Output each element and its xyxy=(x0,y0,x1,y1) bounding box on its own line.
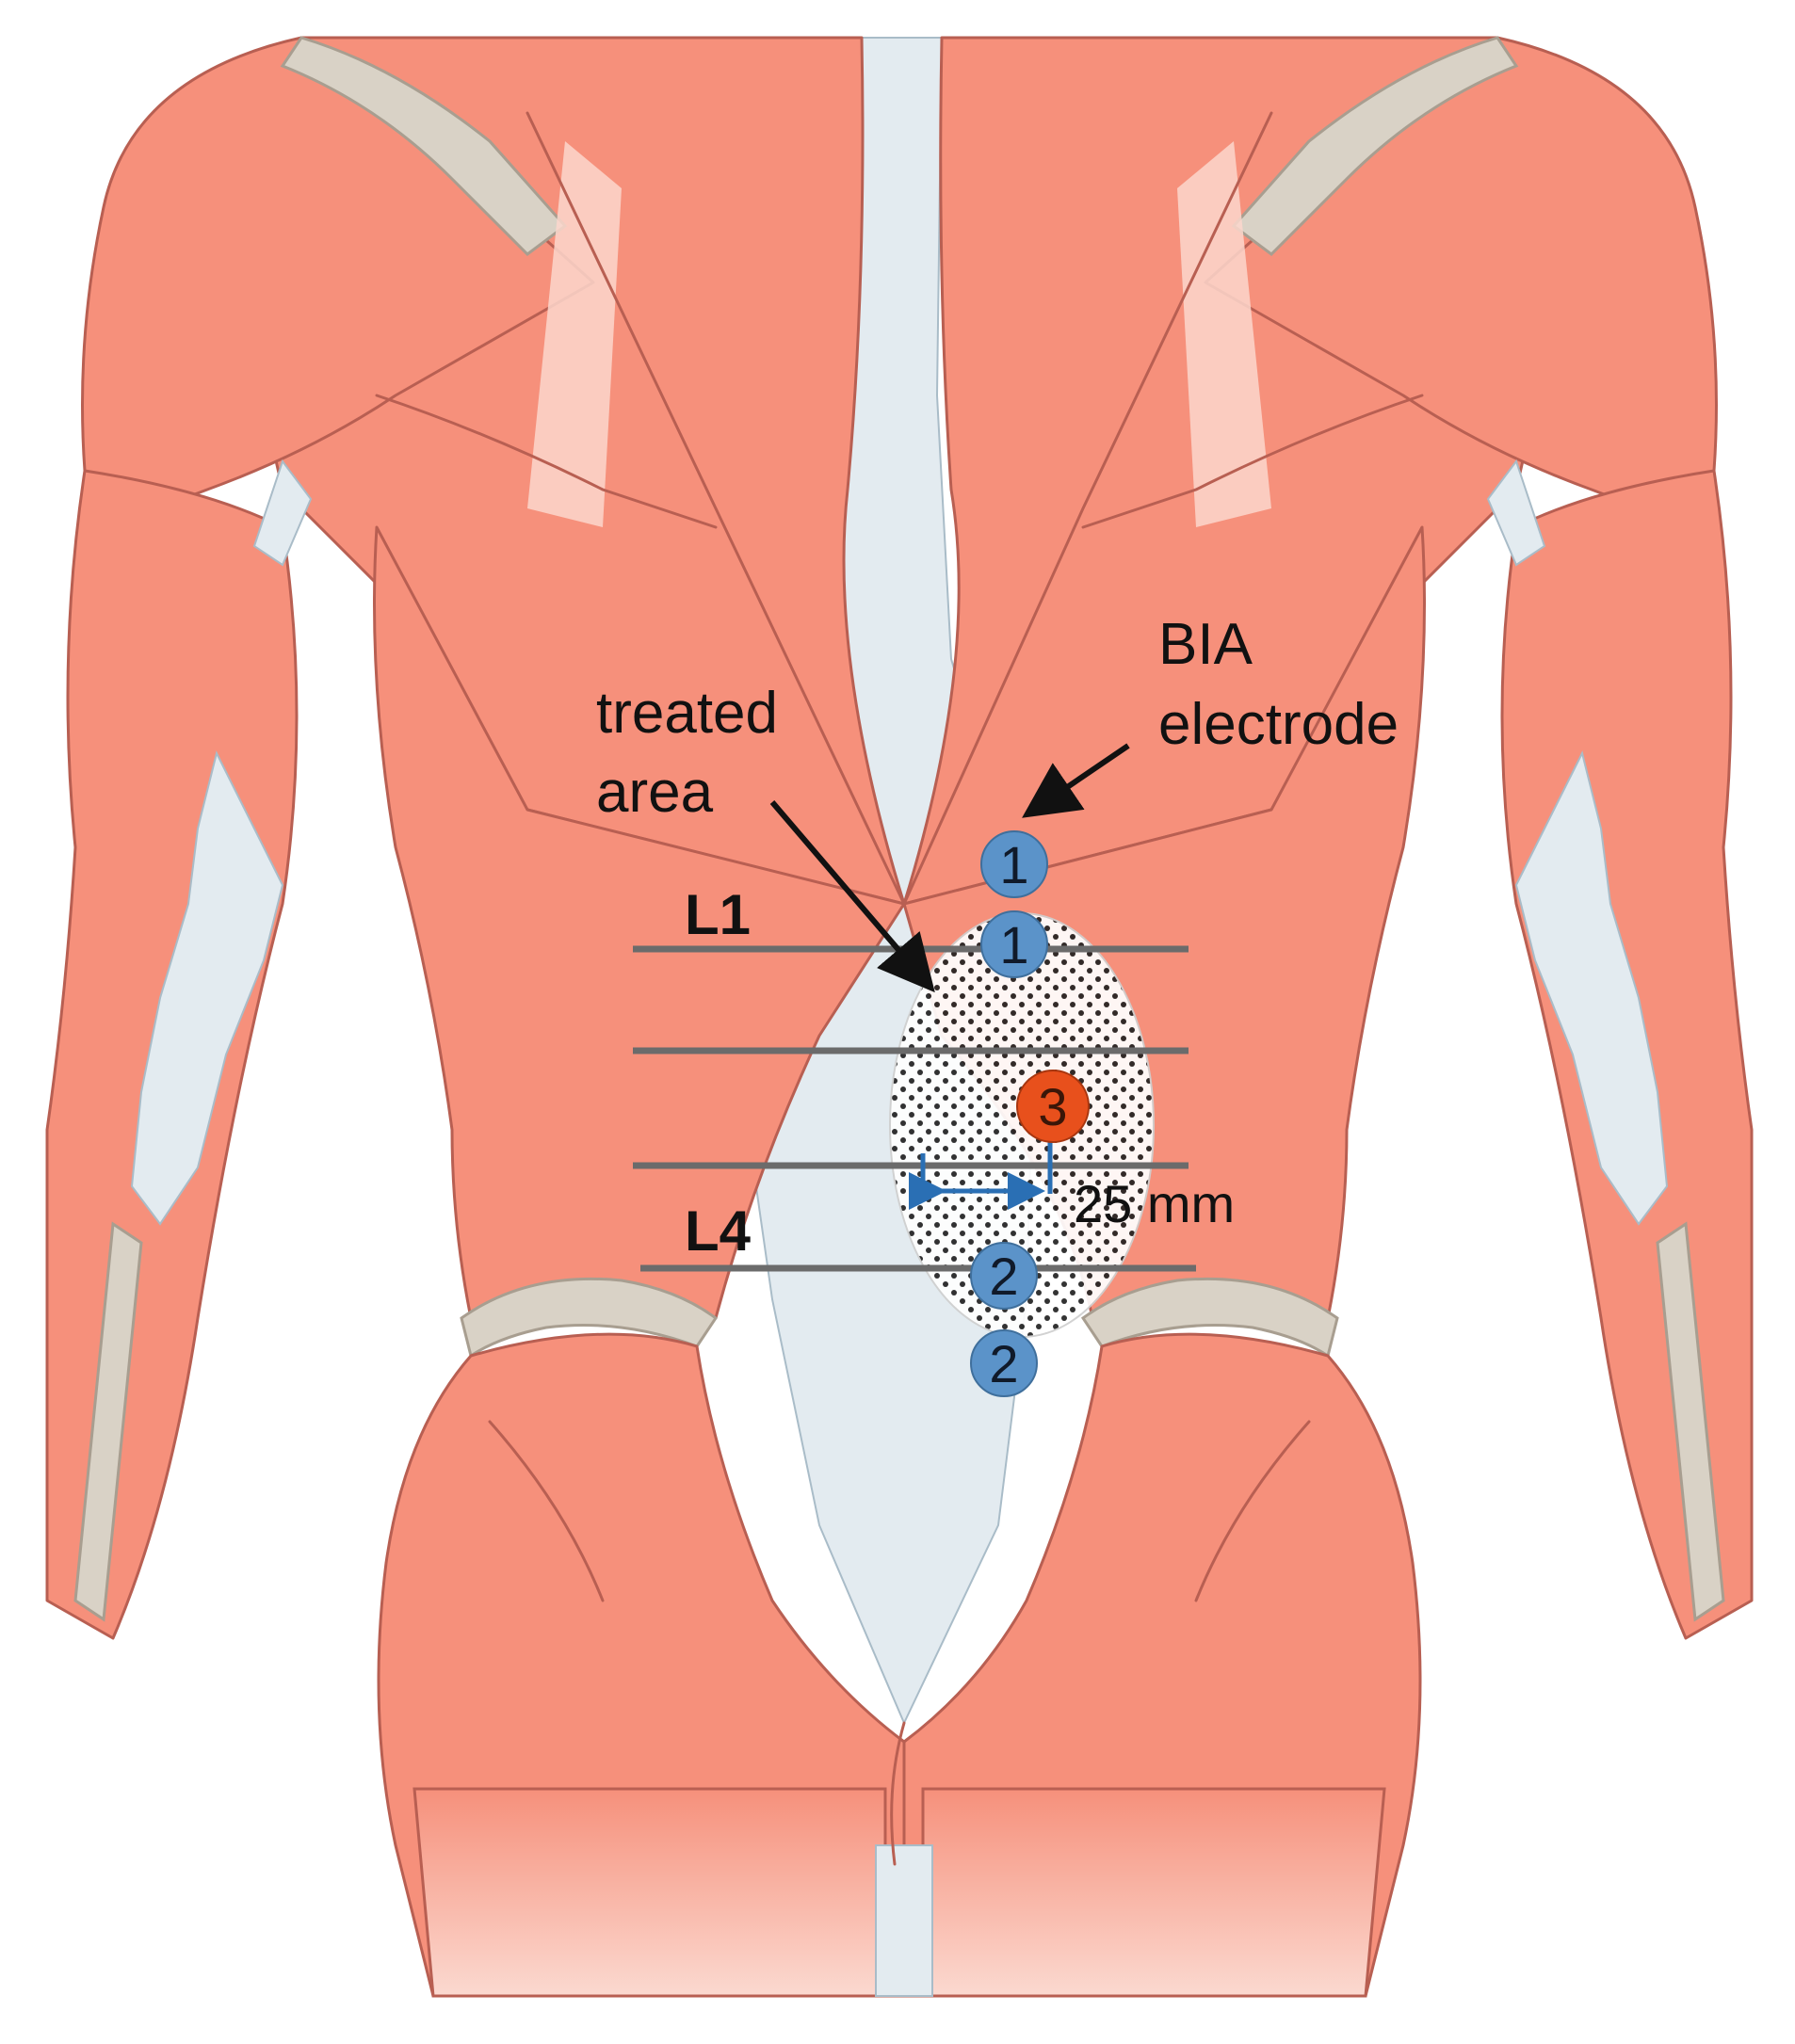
right-trapezius-edge xyxy=(902,111,1273,906)
vertebra-label-l4: L4 xyxy=(685,1199,752,1263)
distance-measurement xyxy=(909,1139,1053,1210)
right-scapula-line xyxy=(1081,394,1424,529)
left-iliac-crest xyxy=(460,1277,719,1359)
left-shoulder-tendon xyxy=(280,36,568,256)
left-elbow-fascia xyxy=(130,750,284,1226)
left-gluteal-fold xyxy=(488,1420,605,1602)
left-latissimus-muscle xyxy=(373,525,906,1320)
bia-electrode-2-upper: 2 xyxy=(970,1242,1038,1310)
right-iliac-crest xyxy=(1080,1277,1339,1359)
left-armpit-fascia xyxy=(252,459,313,567)
treated-area-label-line1: treated xyxy=(596,681,778,746)
bia-electrode-1-lower: 1 xyxy=(980,910,1048,978)
gluteal-cleft xyxy=(890,1721,906,1866)
electrode-label: 2 xyxy=(989,1334,1018,1393)
right-armpit-fascia xyxy=(1486,459,1546,567)
bia-label-line1: BIA xyxy=(1158,612,1253,677)
bia-electrode-2-lower: 2 xyxy=(970,1329,1038,1397)
electrode-label: 1 xyxy=(999,915,1028,974)
right-elbow-fascia xyxy=(1514,750,1669,1226)
left-forearm-tendon xyxy=(73,1221,143,1622)
distance-label: 25 mm xyxy=(1074,1174,1235,1233)
vertebra-label-l1: L1 xyxy=(685,883,751,946)
right-gluteal-fold xyxy=(1194,1420,1311,1602)
anatomy-illustration xyxy=(45,36,1754,1998)
right-forearm-tendon xyxy=(1656,1221,1725,1622)
left-scapula-line xyxy=(375,394,718,529)
electrode-label: 2 xyxy=(989,1247,1018,1306)
bia-electrode-1-upper: 1 xyxy=(980,830,1048,898)
right-thigh xyxy=(921,1787,1386,1998)
treated-area-pointer-arrow xyxy=(769,800,935,993)
treated-area-label-line2: area xyxy=(596,760,714,825)
electrode-label: 3 xyxy=(1038,1077,1067,1136)
electrode-label: 1 xyxy=(999,835,1028,894)
inner-thigh-gap xyxy=(875,1844,933,1997)
treatment-electrode-3: 3 xyxy=(1016,1070,1090,1143)
left-thigh xyxy=(412,1787,887,1998)
bia-label-line2: electrode xyxy=(1158,692,1399,757)
left-trapezius-edge xyxy=(526,111,906,906)
bia-pointer-arrow xyxy=(1022,743,1130,818)
left-shoulder-sheen xyxy=(527,141,622,527)
right-shoulder-tendon xyxy=(1231,36,1519,256)
right-shoulder-sheen xyxy=(1177,141,1271,527)
